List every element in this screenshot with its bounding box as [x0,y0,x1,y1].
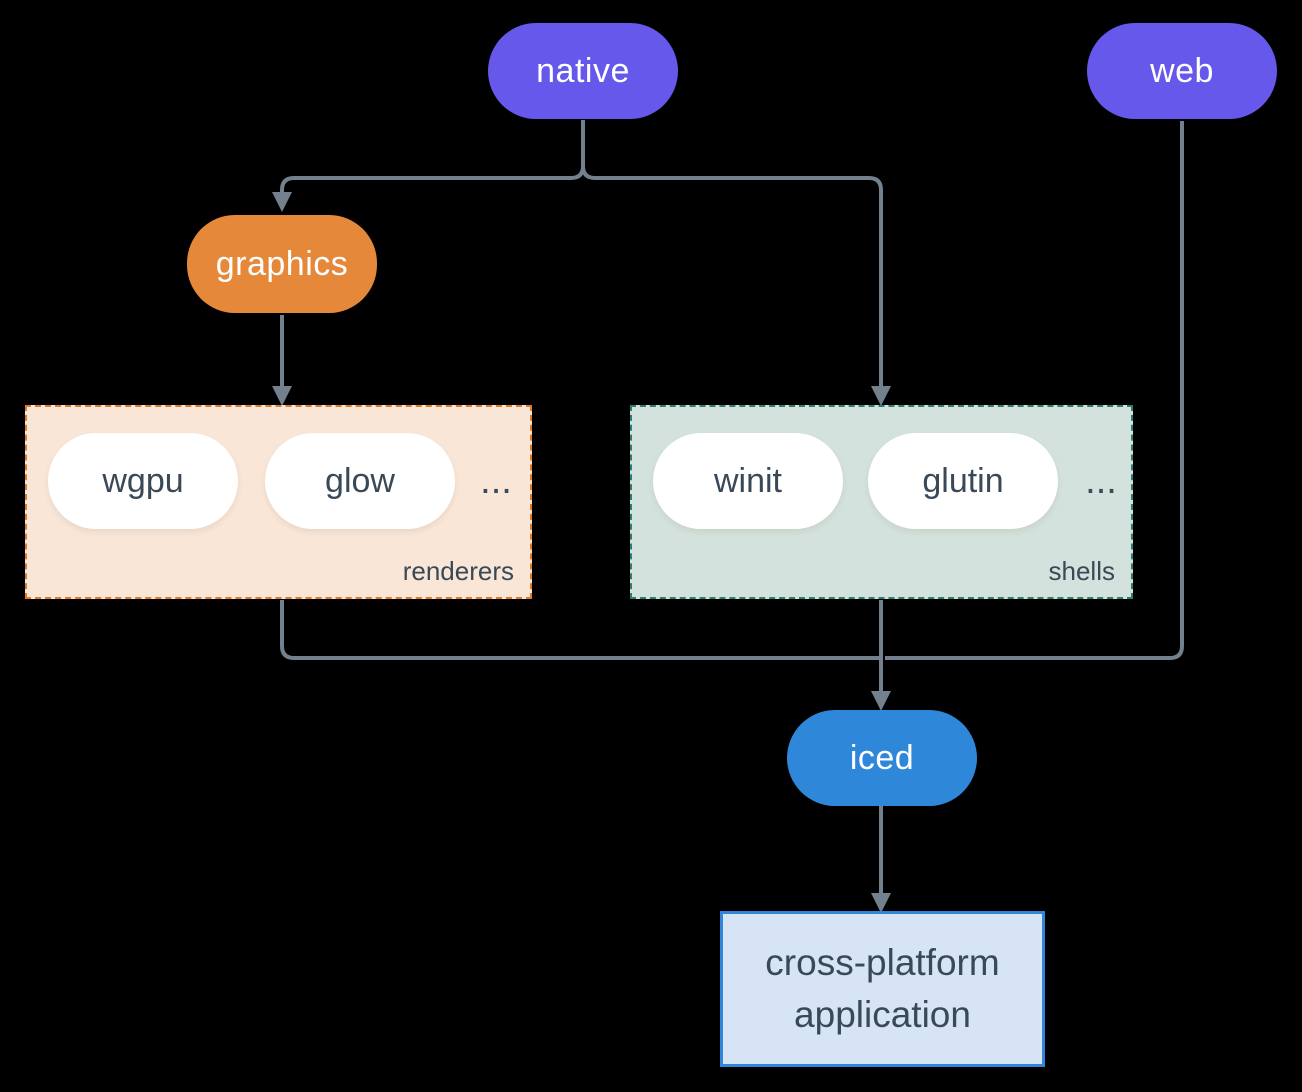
group-renderers: wgpu glow ... renderers [25,405,532,599]
pill-winit-label: winit [713,461,783,500]
application-label-line1: cross-platform [765,942,1000,983]
node-graphics-label: graphics [215,244,349,283]
node-web: web [1087,23,1277,119]
edge-web-merge [885,121,1184,660]
group-shells: winit glutin ... shells [630,405,1133,599]
node-cross-platform-application: cross-platform application [720,911,1045,1067]
pill-winit: winit [653,433,843,529]
group-shells-label: shells [1048,556,1115,586]
node-web-label: web [1150,51,1214,90]
shells-ellipsis: ... [1085,459,1117,502]
node-iced: iced [787,710,977,806]
node-native: native [488,23,678,119]
pill-wgpu-label: wgpu [102,461,184,500]
application-label-line2: application [794,994,971,1035]
edge-renderers-merge [280,600,881,660]
edge-native-graphics [272,120,585,212]
node-graphics: graphics [187,215,377,313]
pill-glow-label: glow [325,461,395,500]
group-renderers-label: renderers [402,556,514,586]
pill-wgpu: wgpu [48,433,238,529]
node-native-label: native [536,51,630,90]
edge-native-shells [581,165,891,406]
pill-glutin-label: glutin [922,461,1004,500]
renderers-ellipsis: ... [480,459,512,502]
node-iced-label: iced [849,738,915,777]
pill-glutin: glutin [868,433,1058,529]
pill-glow: glow [265,433,455,529]
